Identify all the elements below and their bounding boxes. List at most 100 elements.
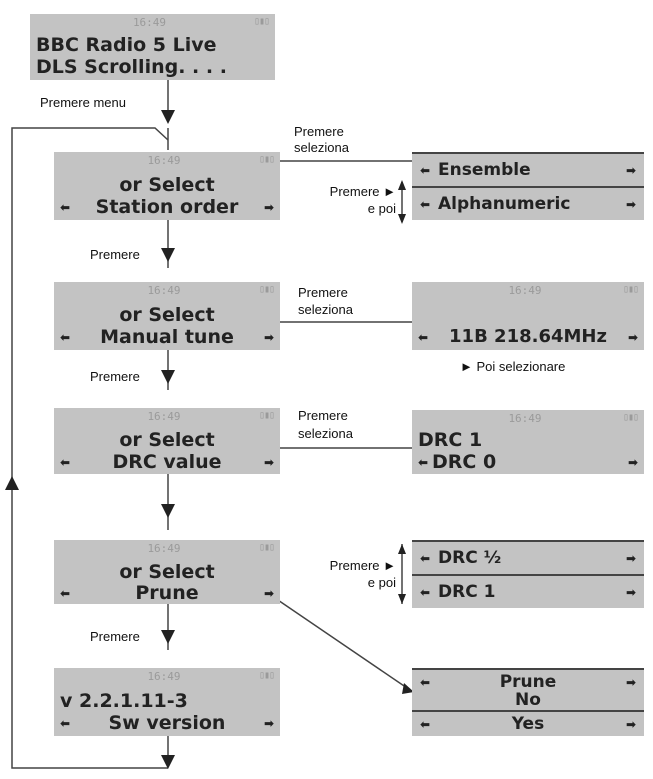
option-alphanumeric-label: Alphanumeric <box>438 194 571 214</box>
arrow-right-icon: ➡ <box>263 330 274 345</box>
clock-text: 16:49 <box>132 16 167 29</box>
arrow-down-1 <box>161 110 175 124</box>
screen-drc-value: 16:49▯▮▯ or Select ⬅ DRC value ➡ <box>54 408 280 474</box>
arrow-right-icon: ➡ <box>625 551 636 566</box>
option-drc-1: ⬅ DRC 1 ➡ <box>412 574 644 608</box>
arrow-right-icon: ➡ <box>625 717 636 732</box>
screen-sw-version-line2: Sw version <box>108 712 226 734</box>
arrow-down-4 <box>161 504 175 518</box>
screen-home-line1: BBC Radio 5 Live <box>36 34 217 56</box>
screen-sw-version-line1: v 2.2.1.11-3 <box>60 690 188 712</box>
screen-manual-tune-line1: or Select <box>119 304 215 326</box>
option-ensemble-label: Ensemble <box>438 160 531 180</box>
screen-prune-result: Prune No ⬅ ➡ <box>412 668 644 710</box>
arrow-up-loop <box>5 476 19 490</box>
arrow-right-icon: ➡ <box>263 716 274 731</box>
arrow-right-icon: ➡ <box>263 455 274 470</box>
clock-text: 16:49 <box>508 412 542 425</box>
label-press-select-1b: seleziona <box>294 140 349 155</box>
arrow-left-icon: ⬅ <box>420 717 431 732</box>
arrow-left-icon: ⬅ <box>60 330 71 345</box>
label-press-3: Premere <box>90 629 140 644</box>
prune-title-text: Prune <box>499 672 557 692</box>
label-press-select-2b: seleziona <box>298 302 353 317</box>
arrow-left-icon: ⬅ <box>420 675 431 690</box>
clock-text: 16:49 <box>147 284 181 297</box>
screen-home-line2: DLS Scrolling. . . . <box>36 56 227 78</box>
label-press-select-3b: seleziona <box>298 426 353 441</box>
label-press-1: Premere <box>90 247 140 262</box>
bracket-down-arrow-2 <box>398 594 406 604</box>
arrow-down-3 <box>161 370 175 384</box>
screen-manual-tune-line2: Manual tune <box>100 326 234 348</box>
arrow-left-icon: ⬅ <box>420 197 431 212</box>
option-drc-half: ⬅ DRC ½ ➡ <box>412 540 644 574</box>
screen-prune: 16:49▯▮▯ or Select ⬅ Prune ➡ <box>54 540 280 604</box>
screen-home: 16:49 ▯▮▯ BBC Radio 5 Live DLS Scrolling.… <box>30 14 275 80</box>
screen-sw-version: 16:49 ▯▮▯ v 2.2.1.11-3 ⬅ Sw version ➡ <box>54 668 280 736</box>
arrow-left-icon: ⬅ <box>420 585 431 600</box>
label-and-then-2: e poi <box>367 575 396 590</box>
arrow-right-icon: ➡ <box>263 200 274 215</box>
label-press-arrow-2: Premere ► <box>329 558 396 573</box>
clock-text: 16:49 <box>147 670 181 683</box>
label-press-2: Premere <box>90 369 140 384</box>
bracket-up-arrow-2 <box>398 544 406 554</box>
arrow-down-6 <box>161 755 175 769</box>
arrow-left-icon: ⬅ <box>60 586 71 601</box>
option-prune-yes: Yes ⬅ ➡ <box>412 710 644 736</box>
frequency-text: 11B 218.64MHz <box>449 326 607 347</box>
signal-icon: ▯▮▯ <box>258 542 275 553</box>
arrow-right-icon: ➡ <box>625 197 636 212</box>
arrow-left-icon: ⬅ <box>418 330 429 345</box>
label-and-then-1: e poi <box>367 201 396 216</box>
screen-station-order-line1: or Select <box>119 174 215 196</box>
arrow-left-icon: ⬅ <box>60 200 71 215</box>
signal-icon: ▯▮▯ <box>253 16 270 27</box>
connector-prune <box>271 595 411 691</box>
bracket-down-arrow-1 <box>398 214 406 224</box>
screen-manual-tune: 16:49 ▯▮▯ or Select ⬅ Manual tune ➡ <box>54 282 280 350</box>
signal-icon: ▯▮▯ <box>258 670 275 681</box>
arrow-right-icon: ➡ <box>625 163 636 178</box>
arrow-right-icon: ➡ <box>625 675 636 690</box>
option-drc-1-label: DRC 1 <box>438 582 496 602</box>
signal-icon: ▯▮▯ <box>258 410 275 421</box>
arrow-left-icon: ⬅ <box>420 551 431 566</box>
arrow-left-icon: ⬅ <box>418 455 429 470</box>
signal-icon: ▯▮▯ <box>258 284 275 295</box>
arrow-left-icon: ⬅ <box>420 163 431 178</box>
screen-manual-tune-result: 16:49 ▯▮▯ ⬅ 11B 218.64MHz ➡ <box>412 282 644 350</box>
arrow-left-icon: ⬅ <box>60 716 71 731</box>
loop-back-line <box>11 127 169 769</box>
label-press-select-2a: Premere <box>298 285 348 300</box>
screen-prune-line1: or Select <box>119 561 215 583</box>
drc-current-text: DRC 1 <box>418 429 483 451</box>
option-drc-half-label: DRC ½ <box>438 548 502 568</box>
arrow-down-2 <box>161 248 175 262</box>
bracket-up-arrow-1 <box>398 180 406 190</box>
arrow-right-icon: ➡ <box>625 585 636 600</box>
signal-icon: ▯▮▯ <box>258 154 275 165</box>
screen-drc-value-line1: or Select <box>119 429 215 451</box>
option-ensemble: ⬅ Ensemble ➡ <box>412 152 644 186</box>
signal-icon: ▯▮▯ <box>622 284 639 295</box>
clock-text: 16:49 <box>147 154 181 167</box>
arrow-left-icon: ⬅ <box>60 455 71 470</box>
label-press-menu: Premere menu <box>40 95 126 110</box>
label-then-select: ► Poi selezionare <box>460 359 566 374</box>
prune-yes-text: Yes <box>511 714 545 734</box>
prune-no-text: No <box>515 690 541 710</box>
drc-option-text: DRC 0 <box>432 451 497 473</box>
screen-drc-result: 16:49 ▯▮▯ DRC 1 ⬅ DRC 0 ➡ <box>412 410 644 474</box>
arrow-right-icon: ➡ <box>627 455 638 470</box>
screen-station-order-line2: Station order <box>95 196 239 218</box>
clock-text: 16:49 <box>508 284 542 297</box>
screen-prune-line2: Prune <box>135 582 199 604</box>
arrow-down-5 <box>161 630 175 644</box>
screen-drc-value-line2: DRC value <box>112 451 222 473</box>
label-press-select-1a: Premere <box>294 124 344 139</box>
signal-icon: ▯▮▯ <box>622 412 639 423</box>
arrow-right-icon: ➡ <box>627 330 638 345</box>
